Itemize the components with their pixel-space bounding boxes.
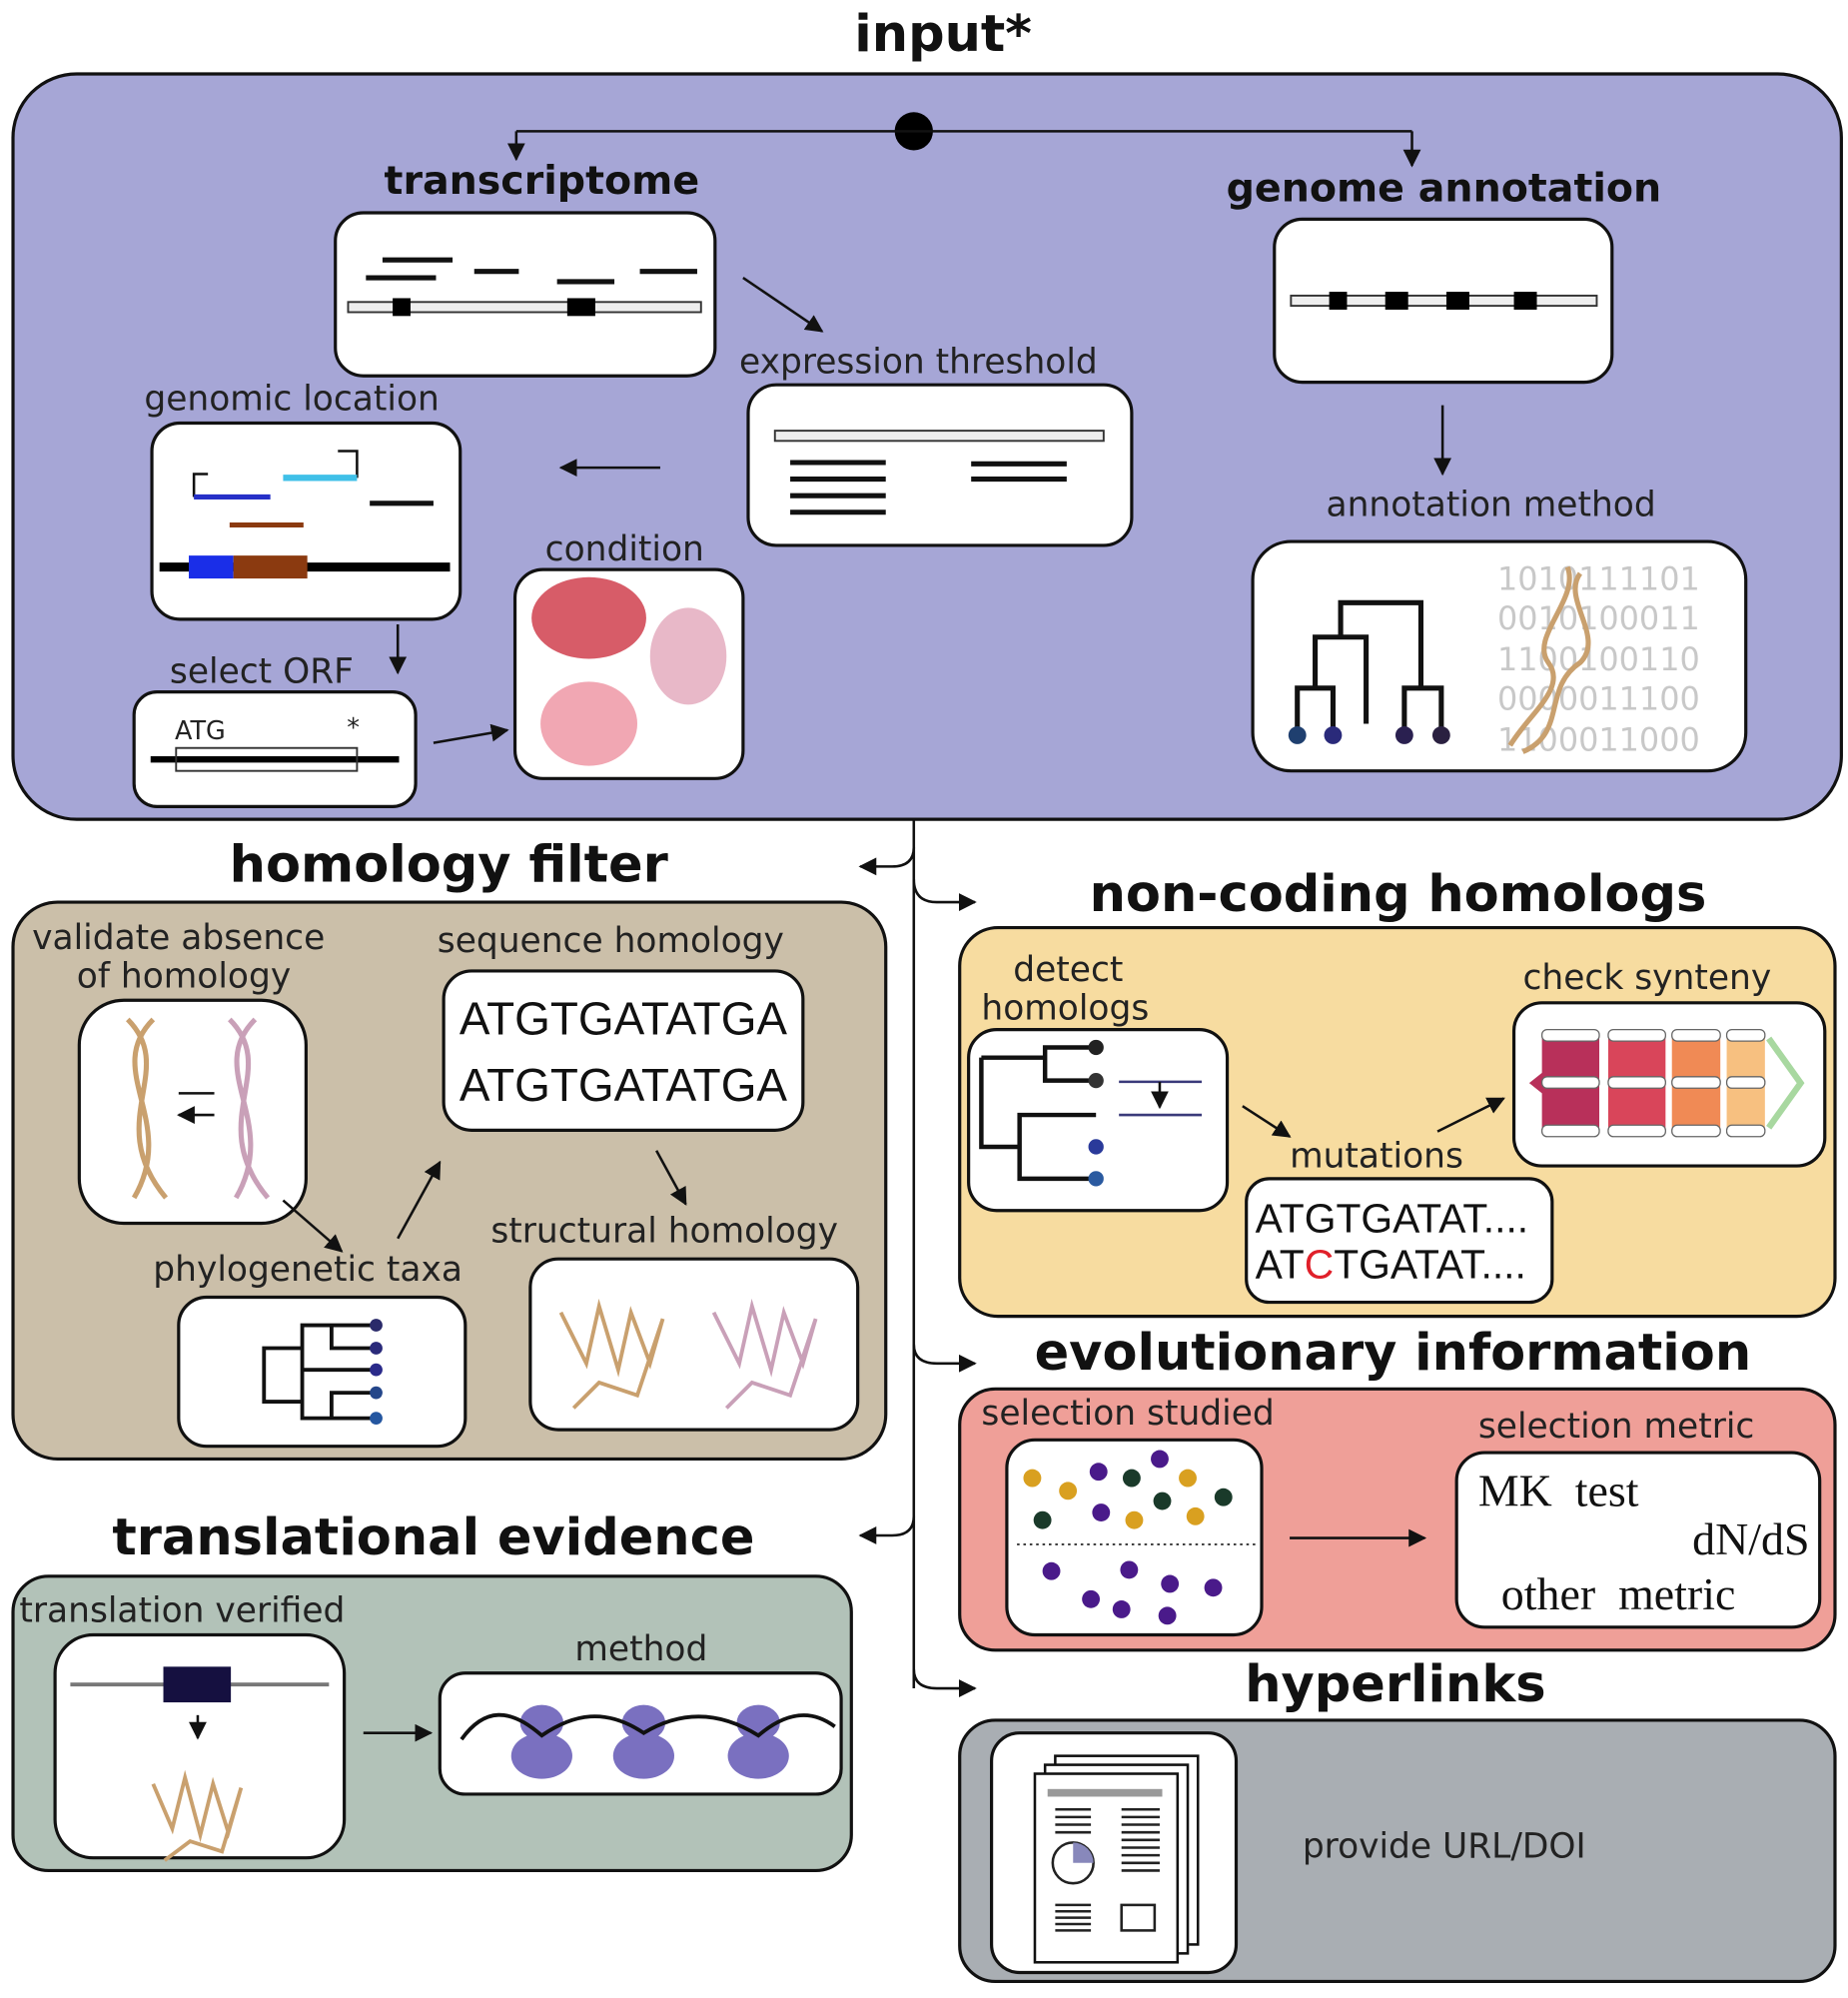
- detect-homologs-label: detect: [1013, 950, 1123, 990]
- selection-studied-label: selection studied: [981, 1394, 1274, 1434]
- select-orf-box: ATG *: [132, 690, 418, 808]
- translational-title: translational evidence: [112, 1508, 754, 1567]
- mutation-sequence-1: ATGTGATAT....: [1256, 1195, 1528, 1241]
- arrow-to-homology: [858, 847, 916, 876]
- translation-verified-label: translation verified: [19, 1591, 345, 1631]
- binary-line: 1100100110: [1497, 640, 1700, 678]
- mutations-label: mutations: [1290, 1136, 1463, 1176]
- selection-metric-box: MK test dN/dS other metric: [1454, 1451, 1822, 1629]
- dna-helix-icon: [1507, 565, 1591, 754]
- arrow-taxa-to-sequence: [397, 1160, 442, 1240]
- lungs-icon: [649, 607, 727, 705]
- check-synteny-box: [1511, 1001, 1827, 1168]
- genomic-location-label: genomic location: [144, 380, 439, 420]
- evolutionary-title: evolutionary information: [1035, 1324, 1752, 1383]
- detect-homologs-box: [967, 1028, 1230, 1213]
- arrow-validate-to-taxa: [282, 1199, 344, 1253]
- arrow-to-noncoding: [912, 879, 977, 911]
- input-title: input*: [854, 5, 1032, 64]
- binary-line: 1010111101: [1497, 560, 1700, 598]
- dendrogram-icon: [1295, 599, 1444, 733]
- selection-studied-box: [1005, 1438, 1264, 1637]
- condition-box: [512, 567, 745, 780]
- transcriptome-label: transcriptome: [385, 158, 700, 204]
- tree-icon: [979, 1045, 1097, 1182]
- phylogenetic-taxa-box: [177, 1295, 467, 1449]
- method-box: [438, 1671, 843, 1796]
- check-synteny-label: check synteny: [1522, 958, 1771, 998]
- arrow-mutations-to-synteny: [1436, 1097, 1505, 1133]
- condition-label: condition: [545, 529, 704, 569]
- select-orf-label: select ORF: [170, 652, 354, 692]
- detect-homologs-label-2: homologs: [981, 988, 1149, 1028]
- provide-url-doi-text: provide URL/DOI: [1303, 1827, 1586, 1867]
- protein-structure-icon: [558, 1298, 818, 1410]
- annotation-method-box: 1010111101 0010100011 1100100110 0000011…: [1251, 539, 1748, 773]
- metric-dnds: dN/dS: [1692, 1513, 1809, 1564]
- genomic-location-box: [150, 421, 462, 621]
- method-label: method: [574, 1629, 707, 1669]
- orf-stop-codon: *: [347, 713, 360, 743]
- validate-absence-box: [77, 998, 308, 1226]
- transcriptome-box: [334, 211, 717, 378]
- expression-threshold-label: expression threshold: [739, 343, 1098, 383]
- genome-annotation-label: genome annotation: [1227, 166, 1662, 212]
- sequence-line: ATGTGATATGA: [460, 1059, 788, 1111]
- tree-icon: [262, 1323, 377, 1421]
- orf-start-codon: ATG: [175, 716, 226, 746]
- document-icon: [990, 1731, 1239, 1975]
- structural-homology-label: structural homology: [490, 1212, 838, 1252]
- selection-metric-label: selection metric: [1478, 1407, 1755, 1447]
- arrow-orf-to-condition: [433, 723, 509, 744]
- sequence-homology-box: ATGTGATATGA ATGTGATATGA: [442, 969, 805, 1132]
- hyperlinks-title: hyperlinks: [1245, 1655, 1545, 1714]
- mrna-strand: [460, 1712, 836, 1741]
- noncoding-title: non-coding homologs: [1090, 865, 1707, 924]
- binary-line: 0010100011: [1497, 599, 1700, 637]
- mutation-sequence-2: ATCTGATAT....: [1256, 1241, 1526, 1287]
- brain-icon: [531, 576, 646, 659]
- translation-verified-box: [53, 1632, 347, 1862]
- arrow-sequence-to-structural: [655, 1150, 687, 1206]
- homology-filter-title: homology filter: [230, 836, 669, 895]
- intestine-icon: [540, 681, 638, 766]
- expression-threshold-box: [746, 383, 1134, 547]
- phylogenetic-taxa-label: phylogenetic taxa: [153, 1250, 462, 1290]
- validate-absence-label-2: of homology: [77, 957, 291, 997]
- mutated-base: C: [1305, 1241, 1334, 1287]
- sequence-line: ATGTGATATGA: [460, 993, 788, 1045]
- arrow-detect-to-mutations: [1242, 1105, 1292, 1138]
- population-dots: [1017, 1450, 1256, 1625]
- sequence-homology-label: sequence homology: [438, 921, 784, 961]
- protein-structure-icon: [151, 1769, 244, 1862]
- annotation-method-label: annotation method: [1327, 486, 1656, 525]
- metric-mk-test: MK test: [1478, 1466, 1639, 1516]
- binary-line: 1100011000: [1497, 720, 1700, 758]
- genome-annotation-box: [1273, 217, 1614, 385]
- metric-other: other metric: [1501, 1568, 1736, 1619]
- binary-line: 0000011100: [1497, 679, 1700, 717]
- leaf-nodes: [1288, 726, 1450, 744]
- validate-absence-label: validate absence: [32, 918, 325, 958]
- arrow-to-evolutionary: [912, 1344, 977, 1373]
- mutations-box: ATGTGATAT.... ATCTGATAT....: [1245, 1177, 1554, 1305]
- arrow-to-hyperlinks: [912, 1668, 977, 1697]
- ribosome-icons: [510, 1704, 789, 1779]
- arrow-to-translational: [858, 1515, 916, 1544]
- arrow-transcriptome-to-threshold: [742, 277, 824, 333]
- structural-homology-box: [528, 1257, 860, 1432]
